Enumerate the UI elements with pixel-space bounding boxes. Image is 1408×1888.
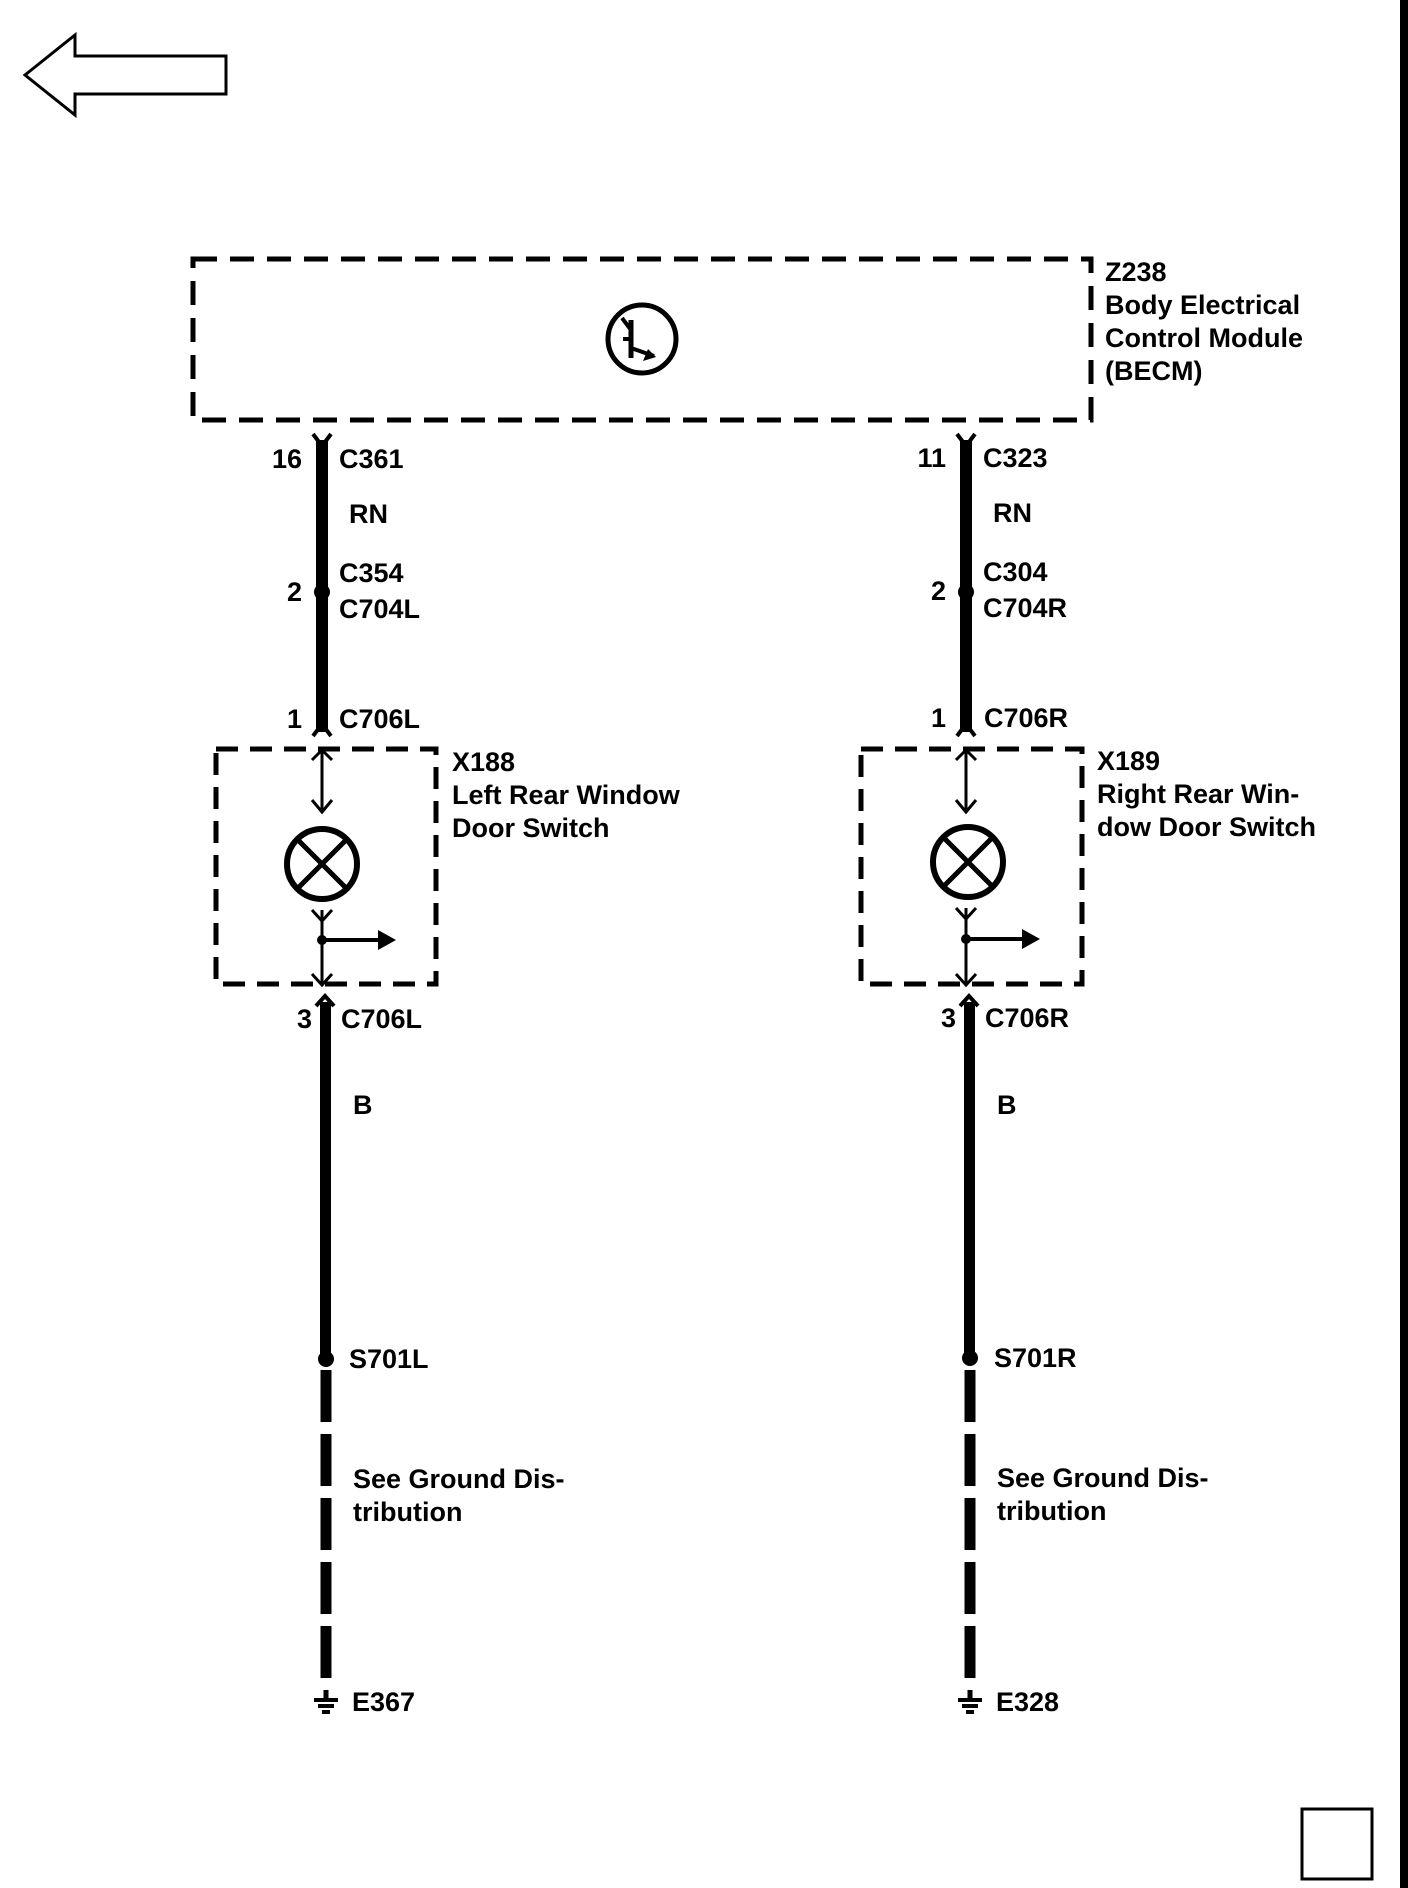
module-name-line2: Control Module (1105, 323, 1303, 353)
right-note-line2: tribution (997, 1496, 1106, 1526)
right-switch-name-line2: dow Door Switch (1097, 812, 1316, 842)
right-switch-ref: X189 (1097, 746, 1160, 776)
right-circuit: 11 C323 RN C304 2 C704R 1 C706R X189 Rig… (858, 432, 1316, 1717)
left-wire-color-top: RN (349, 499, 388, 529)
left-switch-name-line1: Left Rear Window (452, 780, 681, 810)
left-ground-icon (314, 1690, 338, 1714)
left-note-line1: See Ground Dis- (353, 1464, 565, 1494)
left-inline-conn-b: C704L (339, 594, 420, 624)
right-ground-ref: E328 (996, 1687, 1059, 1717)
right-switch-box (858, 746, 1085, 987)
right-inline-pin: 2 (931, 576, 946, 606)
right-wire-color-bottom: B (997, 1090, 1017, 1120)
left-switch-out-pin: 3 (297, 1004, 312, 1034)
right-switch-in-pin: 1 (931, 703, 946, 733)
transistor-icon (605, 302, 679, 376)
back-arrow-icon[interactable] (22, 31, 228, 119)
right-splice: S701R (994, 1343, 1077, 1373)
module-ref: Z238 (1105, 257, 1167, 287)
page-edge-border (1400, 0, 1408, 1888)
right-splice-dot (962, 1350, 978, 1366)
right-top-connector: C323 (983, 443, 1048, 473)
right-switch-name-line1: Right Rear Win- (1097, 779, 1299, 809)
left-switch-out-connector: C706L (341, 1004, 422, 1034)
left-splice: S701L (349, 1344, 429, 1374)
right-ground-icon (958, 1690, 982, 1714)
left-switch-in-connector: C706L (339, 704, 420, 734)
left-ground-ref: E367 (352, 1687, 415, 1717)
square-outline-icon[interactable] (1300, 1807, 1374, 1881)
right-switch-out-connector: C706R (985, 1003, 1069, 1033)
left-switch-box (213, 746, 439, 987)
right-inline-conn-a: C304 (983, 557, 1048, 587)
module-name-line3: (BECM) (1105, 356, 1202, 386)
right-inline-conn-b: C704R (983, 593, 1067, 623)
left-wire-b (320, 1002, 331, 1358)
left-switch-in-pin: 1 (287, 704, 302, 734)
left-inline-pin: 2 (287, 577, 302, 607)
right-top-pin: 11 (917, 443, 946, 473)
left-top-connector: C361 (339, 444, 404, 474)
right-wire-color-top: RN (993, 498, 1032, 528)
right-switch-in-connector: C706R (984, 703, 1068, 733)
right-switch-out-pin: 3 (941, 1003, 956, 1033)
left-circuit: 16 C361 RN C354 2 C704L 1 C706L X188 Lef… (213, 432, 681, 1717)
left-lamp-icon (284, 826, 360, 902)
left-switch-ref: X188 (452, 747, 515, 777)
right-note-line1: See Ground Dis- (997, 1463, 1209, 1493)
left-switch-in-marker (311, 720, 333, 738)
right-switch-in-marker (955, 720, 977, 738)
right-lamp-icon (930, 824, 1006, 900)
module-name-line1: Body Electrical (1105, 290, 1300, 320)
left-inline-connector (314, 584, 330, 600)
left-note-line2: tribution (353, 1497, 462, 1527)
becm-module-box (190, 256, 1094, 423)
left-top-pin: 16 (272, 444, 302, 474)
right-inline-connector (958, 584, 974, 600)
left-wire-color-bottom: B (353, 1090, 373, 1120)
right-wire-b (964, 1002, 975, 1358)
left-switch-name-line2: Door Switch (452, 813, 610, 843)
left-splice-dot (318, 1351, 334, 1367)
left-inline-conn-a: C354 (339, 558, 404, 588)
